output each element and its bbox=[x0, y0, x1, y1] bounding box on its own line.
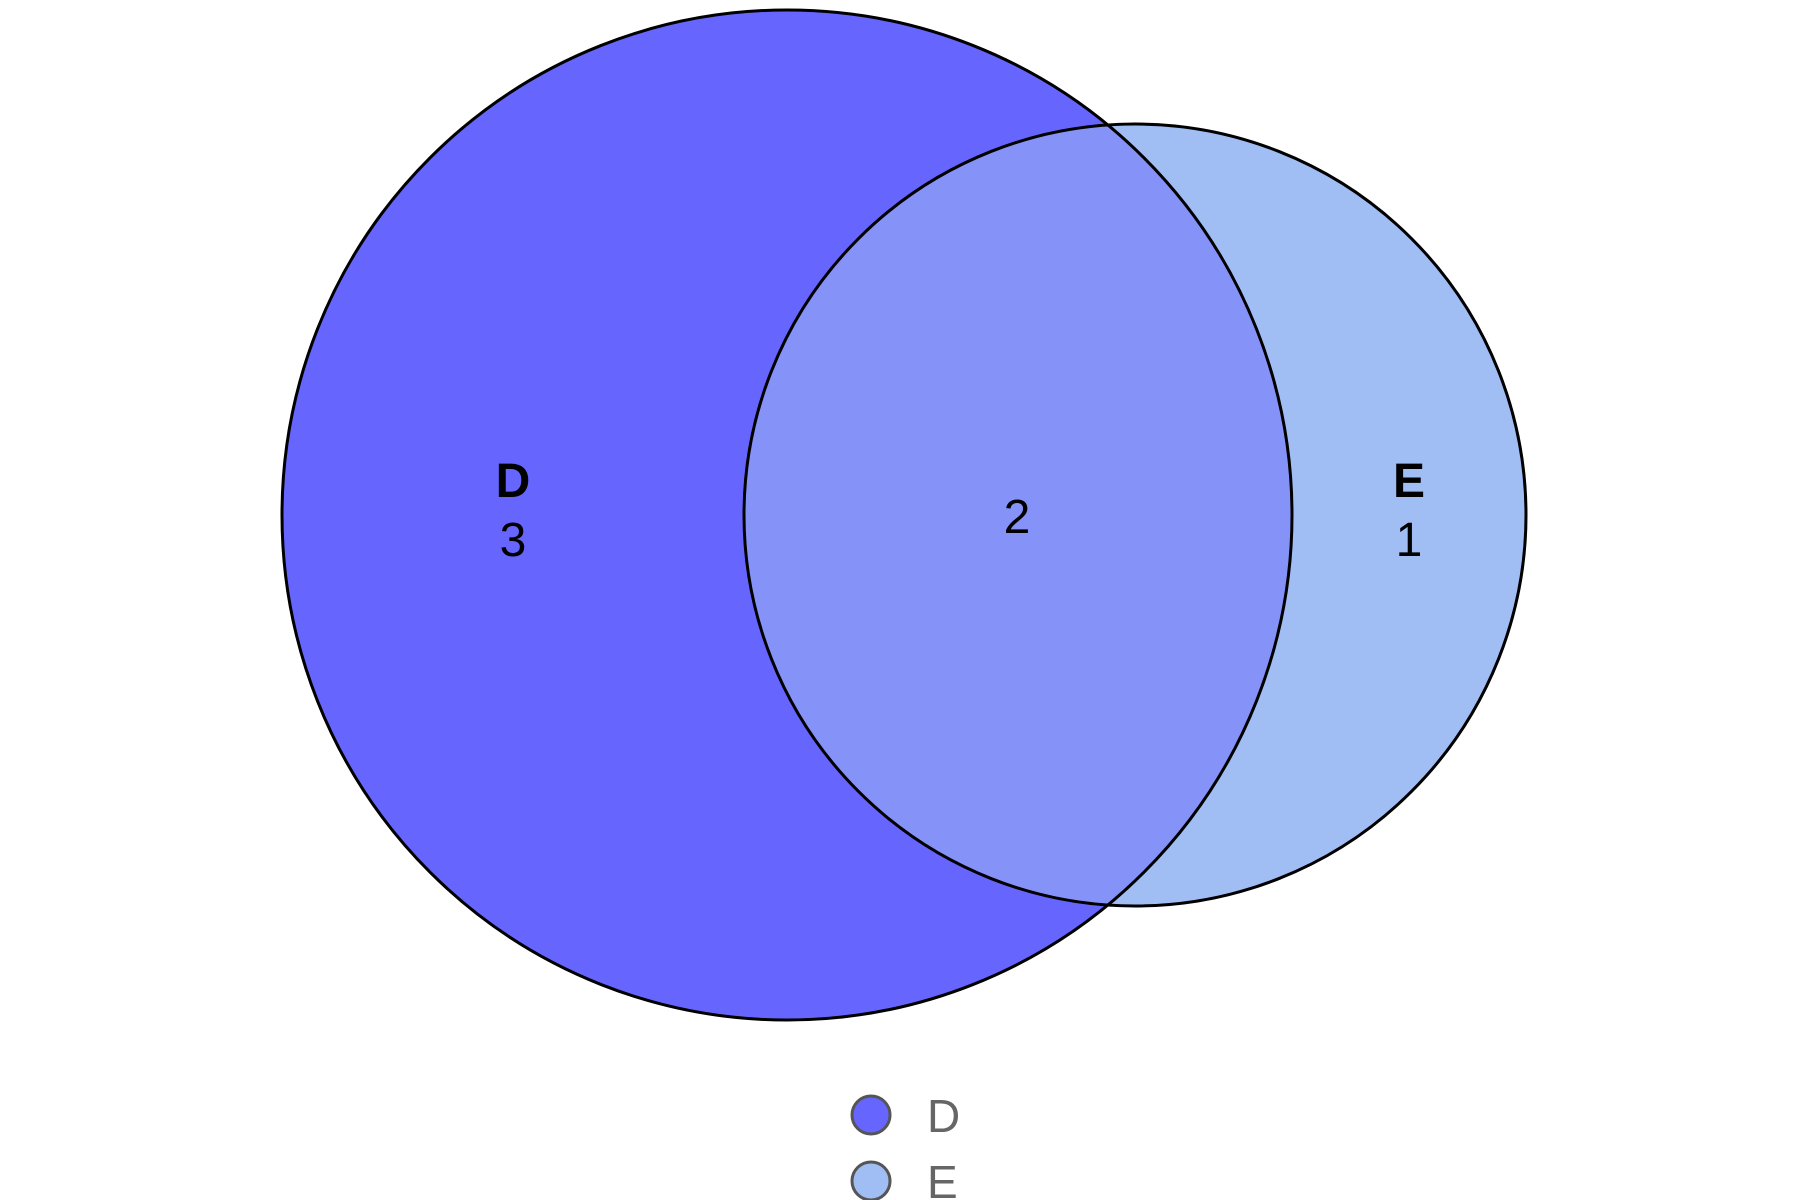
legend: D E bbox=[850, 1090, 960, 1200]
legend-swatch-e bbox=[850, 1160, 892, 1200]
set-d-only-count: 3 bbox=[500, 514, 527, 567]
set-d-outline bbox=[280, 8, 1294, 1022]
set-e-name-label: E bbox=[1393, 455, 1425, 508]
set-d-name-label: D bbox=[496, 455, 531, 508]
legend-label-d: D bbox=[927, 1090, 960, 1142]
intersection-d-e-count: 2 bbox=[1004, 491, 1031, 544]
legend-label-e: E bbox=[927, 1156, 958, 1200]
set-e-outline bbox=[742, 122, 1528, 908]
legend-item-d: D bbox=[850, 1090, 960, 1142]
legend-item-e: E bbox=[850, 1156, 958, 1200]
intersection-d-e-region bbox=[744, 124, 1292, 906]
set-e-only-count: 1 bbox=[1396, 514, 1423, 567]
legend-swatch-d bbox=[850, 1094, 892, 1136]
